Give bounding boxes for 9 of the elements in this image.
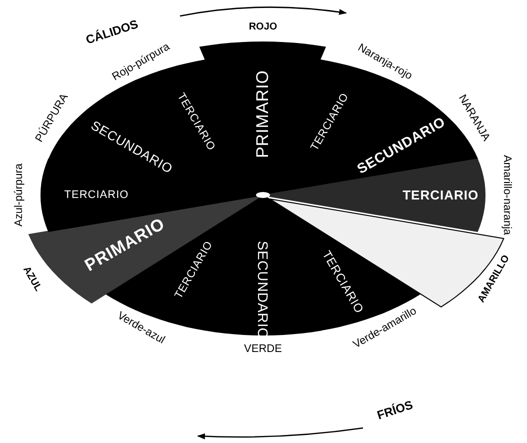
color-name-label: Amarillo-naranja (501, 154, 514, 236)
group-label: FRÍOS (375, 398, 415, 422)
sector-label: PRIMARIO (252, 70, 273, 158)
sector-label: TERCIARIO (64, 188, 129, 201)
color-name-label: ROJO (248, 22, 278, 32)
color-name-label: Azul-púrpura (12, 164, 25, 226)
color-name-label: VERDE (244, 343, 282, 355)
sector-label: TERCIARIO (402, 187, 479, 202)
sector-label: SECUNDARIO (254, 241, 271, 340)
